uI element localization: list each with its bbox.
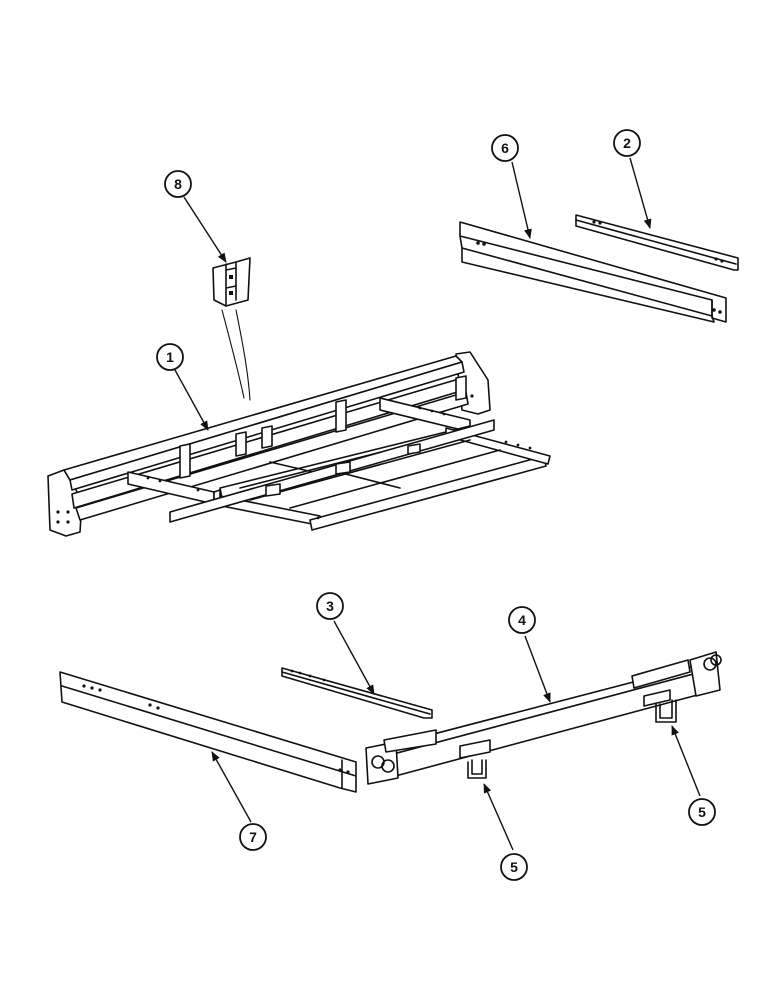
callout-label-7: 7 <box>249 829 257 845</box>
part-4-beam <box>365 651 722 785</box>
leader-1 <box>174 369 209 431</box>
part-6-angle-channel <box>459 221 727 323</box>
leader-lines <box>174 157 701 851</box>
leader-5b <box>671 725 701 797</box>
part-5-u-bolt-right <box>655 699 677 723</box>
callout-label-5a: 5 <box>510 859 518 875</box>
leader-5a <box>483 783 514 851</box>
leader-6 <box>511 161 532 239</box>
callout-5-left: 5 <box>500 853 528 881</box>
callout-label-2: 2 <box>623 135 631 151</box>
callout-label-6: 6 <box>501 140 509 156</box>
callout-label-5b: 5 <box>698 804 706 820</box>
leader-4 <box>524 635 551 703</box>
callout-6: 6 <box>491 134 519 162</box>
part-1-frame-assembly <box>47 351 551 537</box>
part-3-thin-strip <box>281 667 433 719</box>
leader-2 <box>629 157 652 229</box>
callout-7: 7 <box>239 823 267 851</box>
part-5-u-bolt-left <box>467 759 487 779</box>
callout-label-8: 8 <box>174 176 182 192</box>
callout-1: 1 <box>156 343 184 371</box>
part-8-bracket <box>212 257 251 401</box>
part-7-channel <box>59 671 357 793</box>
leader-8 <box>183 196 227 263</box>
callout-label-1: 1 <box>166 349 174 365</box>
leader-3 <box>333 620 375 695</box>
callout-label-3: 3 <box>326 598 334 614</box>
callout-4: 4 <box>508 606 536 634</box>
callout-3: 3 <box>316 592 344 620</box>
callout-8: 8 <box>164 170 192 198</box>
callout-5-right: 5 <box>688 798 716 826</box>
callout-label-4: 4 <box>518 612 526 628</box>
leader-7 <box>211 751 252 823</box>
callout-2: 2 <box>613 129 641 157</box>
part-2-angle-strip <box>575 214 739 271</box>
